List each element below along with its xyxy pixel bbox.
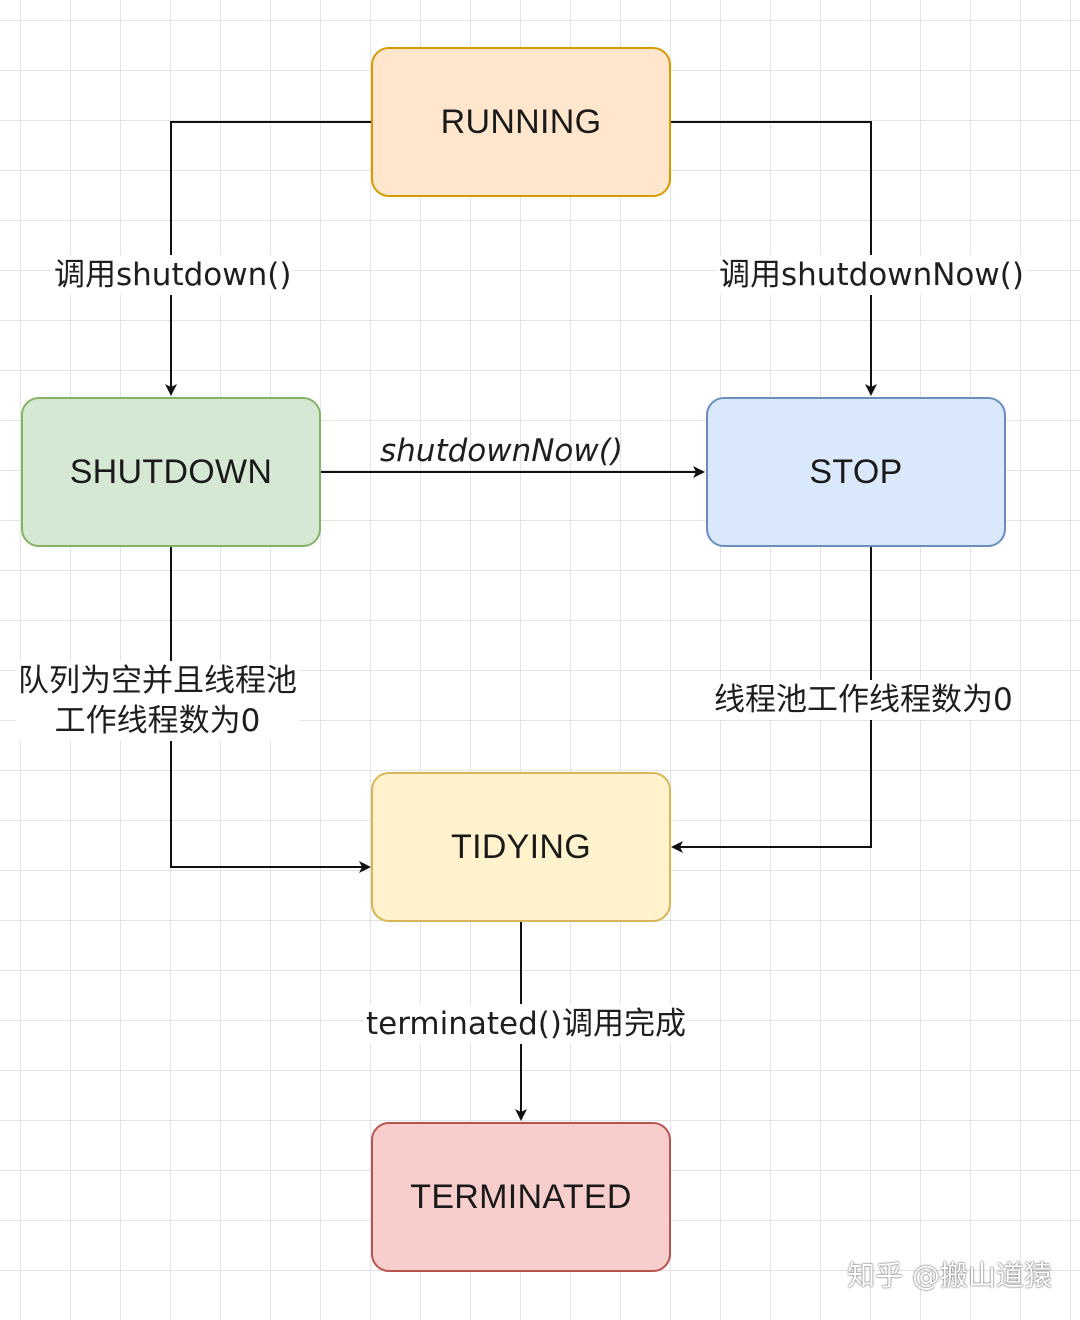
edge-running-to-shutdown [165,121,372,396]
node-shutdown: SHUTDOWN [21,397,321,547]
edge-label-running-to-stop: 调用shutdownNow() [717,255,1026,295]
edge-running-to-stop [670,121,877,396]
node-tidying: TIDYING [371,772,671,922]
edge-label-tidying-to-terminated: terminated()调用完成 [364,1004,688,1044]
node-stop: STOP [706,397,1006,547]
watermark: 知乎 @搬山道猿 [847,1259,1052,1292]
edge-stop-to-tidying [671,547,872,853]
edge-label-running-to-shutdown: 调用shutdown() [52,255,294,295]
edge-label-shutdown-to-tidying: 队列为空并且线程池 工作线程数为0 [16,661,299,741]
node-running: RUNNING [371,47,671,197]
edge-shutdown-to-tidying [170,547,371,873]
node-terminated: TERMINATED [371,1122,671,1272]
edge-label-shutdown-to-stop: shutdownNow() [380,433,623,469]
edge-label-stop-to-tidying: 线程池工作线程数为0 [712,680,1015,720]
